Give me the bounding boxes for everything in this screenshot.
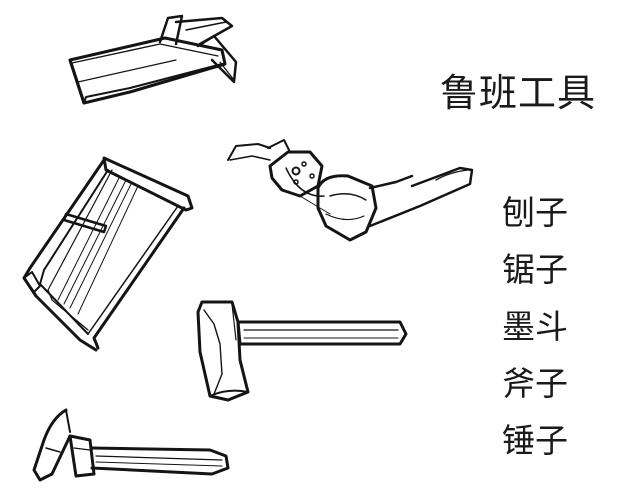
tool-label-plane: 刨子 — [502, 193, 568, 232]
page-title: 鲁班工具 — [440, 71, 597, 115]
tool-label-saw: 锯子 — [502, 250, 568, 289]
hammer-icon — [32, 408, 230, 482]
tool-name-list: 刨子 锯子 墨斗 斧子 锤子 — [502, 184, 568, 469]
ink-line-icon — [227, 139, 474, 242]
saw-icon — [22, 156, 194, 352]
axe-icon — [196, 300, 408, 402]
tool-label-ink-line: 墨斗 — [502, 307, 568, 346]
tool-label-axe: 斧子 — [502, 364, 568, 403]
tool-label-hammer: 锤子 — [502, 421, 568, 460]
plane-icon — [68, 14, 238, 105]
